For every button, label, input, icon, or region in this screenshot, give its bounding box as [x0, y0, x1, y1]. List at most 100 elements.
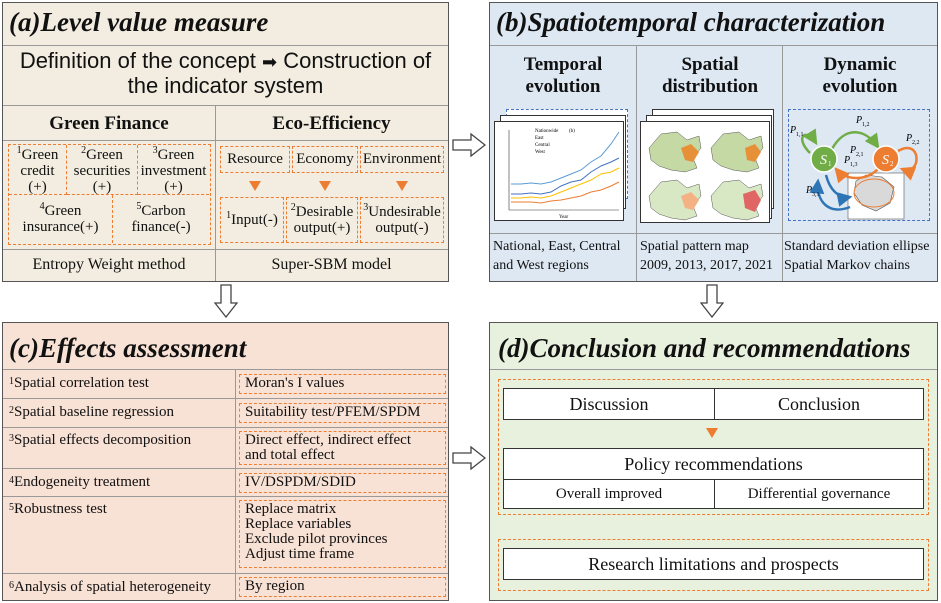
val-by-region: By region	[239, 577, 446, 597]
svg-text:S: S	[882, 153, 889, 168]
svg-text:P: P	[843, 155, 850, 166]
indicator-system-subtitle: Definition of the concept ➡ Construction…	[3, 49, 448, 98]
legend-central: Central	[535, 143, 550, 148]
divider	[636, 45, 637, 281]
header-spatial-distribution: Spatial distribution	[661, 54, 759, 97]
china-map	[710, 179, 764, 221]
val-morans-i: Moran's I values	[239, 374, 446, 394]
svg-text:P: P	[905, 133, 912, 144]
divider	[490, 369, 937, 370]
entropy-weight-method: Entropy Weight method	[32, 256, 186, 273]
divider	[3, 45, 448, 46]
ee-dim-environment: Environment	[360, 146, 444, 173]
header-dynamic-evolution: Dynamic evolution	[822, 54, 898, 97]
header-temporal-evolution: Temporal evolution	[523, 54, 603, 97]
spatial-maps-thumbnail	[640, 109, 778, 225]
arrow-right-icon: ➡	[261, 52, 278, 72]
panel-level-value-measure: (a)Level value measure Definition of the…	[2, 2, 449, 282]
conclusion-box: Conclusion	[714, 388, 924, 420]
panel-a-title: (a)Level value measure	[9, 7, 269, 37]
panel-c-title: (c)Effects assessment	[9, 333, 247, 363]
markov-chain-diagram: S 1 S 2 P 1,1 P 1,2 P 2,1 P 2,2 P 1,3 P …	[786, 107, 936, 229]
panel-spatiotemporal-characterization: (b)Spatiotemporal characterization Tempo…	[489, 2, 938, 282]
subtitle-indicator-system: the indicator system	[127, 73, 324, 98]
line-chart: Nationwide East Central West (b) Year	[494, 121, 624, 221]
discussion-group: Discussion Conclusion Policy recommendat…	[498, 379, 929, 515]
divider	[3, 398, 448, 399]
svg-text:P: P	[855, 115, 862, 126]
china-map	[648, 179, 702, 221]
panel-b-title: (b)Spatiotemporal characterization	[496, 7, 886, 37]
svg-text:2,1: 2,1	[856, 152, 864, 158]
ee-dim-resource: Resource	[220, 146, 290, 173]
svg-text:1,1: 1,1	[796, 132, 804, 138]
gf-item-green-credit: 1Green credit(+)	[9, 145, 67, 195]
svg-text:1: 1	[828, 160, 832, 168]
chart-axis-year: Year	[559, 215, 569, 220]
differential-governance-box: Differential governance	[714, 479, 924, 509]
legend-east: East	[535, 136, 544, 141]
val-suitability-test: Suitability test/PFEM/SPDM	[239, 403, 446, 423]
svg-text:P: P	[789, 125, 796, 136]
super-sbm-model: Super-SBM model	[271, 256, 392, 273]
temporal-chart-thumbnail: Nationwide East Central West (b) Year	[494, 109, 632, 225]
svg-text:1,2: 1,2	[862, 122, 870, 128]
overall-improved-box: Overall improved	[503, 479, 715, 509]
svg-text:2,2: 2,2	[912, 140, 920, 146]
gf-item-green-investment: 3Green investment(+)	[138, 145, 209, 195]
green-finance-items: 1Green credit(+) 2Green securities(+) 3G…	[8, 144, 211, 245]
divider	[490, 233, 937, 234]
research-limitations-box: Research limitations and prospects	[503, 548, 924, 580]
divider	[3, 369, 448, 370]
policy-recommendations-box: Policy recommendations	[503, 448, 924, 480]
legend-west: West	[535, 150, 545, 155]
gf-item-green-securities: 2Green securities(+)	[67, 145, 138, 195]
svg-text:1,3: 1,3	[850, 162, 858, 168]
state-s1-node	[810, 145, 838, 173]
panel-conclusion-recommendations: (d)Conclusion and recommendations Discus…	[489, 322, 938, 601]
ee-dim-economy: Economy	[292, 146, 358, 173]
divider	[3, 468, 448, 469]
svg-text:P: P	[849, 145, 856, 156]
svg-text:P: P	[805, 185, 812, 196]
eco-efficiency-header: Eco-Efficiency	[272, 113, 391, 134]
china-map	[648, 131, 702, 173]
legend-nationwide: Nationwide	[535, 129, 559, 134]
divider	[3, 496, 448, 497]
divider	[3, 140, 448, 141]
divider	[490, 45, 937, 46]
divider	[782, 45, 783, 281]
divider	[3, 427, 448, 428]
china-map	[710, 131, 764, 173]
divider	[3, 573, 448, 574]
ee-item-input: 1Input(-)	[220, 197, 284, 243]
val-iv-dspdm: IV/DSPDM/SDID	[239, 473, 446, 493]
svg-text:2: 2	[890, 160, 894, 168]
arrow-down-icon	[396, 181, 408, 191]
subtitle-construction: Construction of	[283, 48, 432, 73]
divider	[3, 249, 448, 250]
val-robustness-list: Replace matrix Replace variables Exclude…	[239, 500, 446, 568]
divider	[235, 369, 236, 600]
panel-d-title: (d)Conclusion and recommendations	[498, 333, 911, 363]
arrow-down-hollow-icon	[700, 284, 724, 318]
svg-text:S: S	[820, 153, 827, 168]
divider	[3, 105, 448, 106]
chart-tag-b: (b)	[569, 129, 575, 134]
arrow-right-hollow-icon	[452, 133, 486, 157]
